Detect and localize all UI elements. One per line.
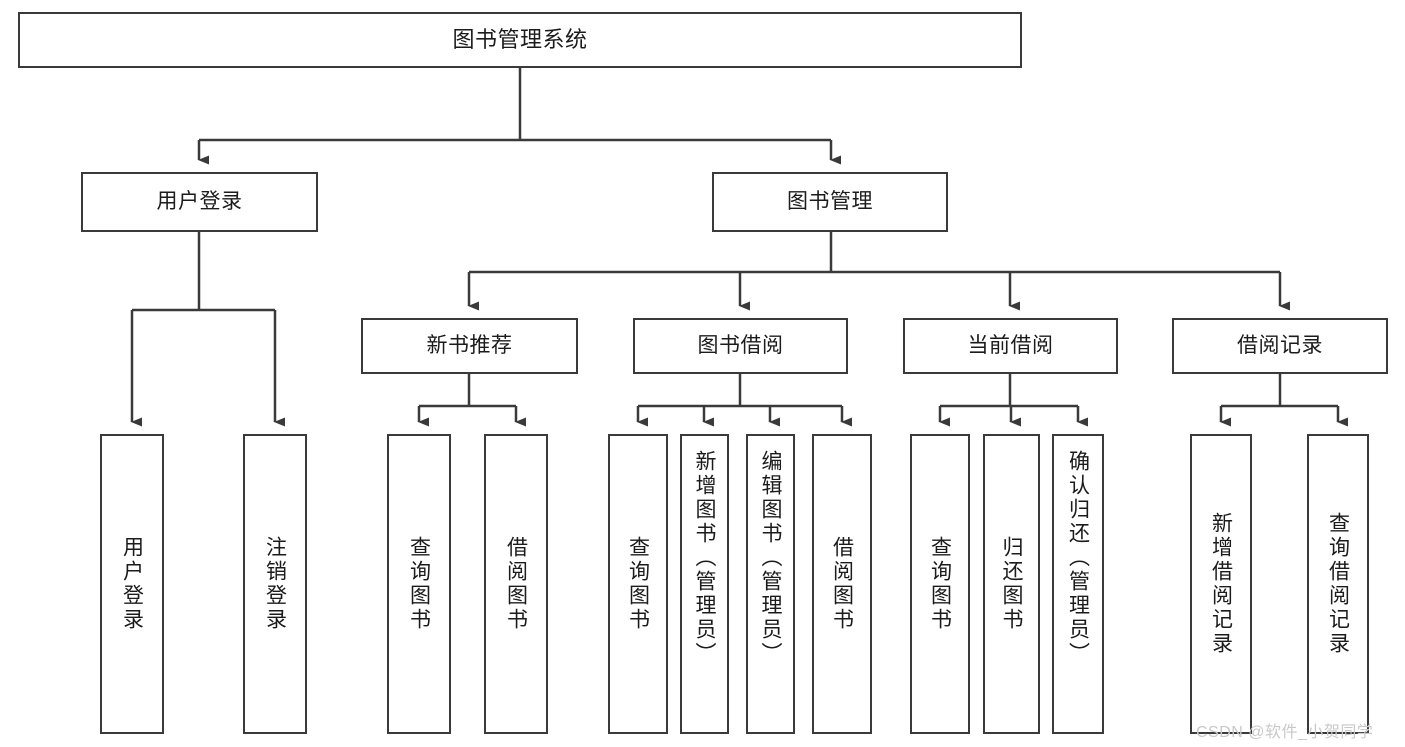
node-book-borrow[interactable]: 图书借阅 xyxy=(633,318,848,374)
node-new-book-recommend[interactable]: 新书推荐 xyxy=(361,318,578,374)
node-current-borrow[interactable]: 当前借阅 xyxy=(903,318,1118,374)
node-leaf-confirm-return-admin-label: 确认归还（管理员） xyxy=(1066,450,1090,666)
node-leaf-confirm-return-admin[interactable]: 确认归还（管理员） xyxy=(1052,434,1104,734)
node-root-label: 图书管理系统 xyxy=(452,27,588,53)
node-leaf-borrow-book[interactable]: 借阅图书 xyxy=(812,434,872,734)
node-leaf-query-book-current[interactable]: 查询图书 xyxy=(910,434,970,734)
node-user-login[interactable]: 用户登录 xyxy=(81,172,318,232)
node-leaf-add-borrow-record[interactable]: 新增借阅记录 xyxy=(1190,434,1252,734)
node-borrow-record-label: 借阅记录 xyxy=(1237,333,1323,357)
node-leaf-user-logout-label: 注销登录 xyxy=(263,536,287,632)
node-user-login-label: 用户登录 xyxy=(156,189,243,213)
node-leaf-return-book-label: 归还图书 xyxy=(1000,536,1023,632)
node-leaf-query-borrow-record-label: 查询借阅记录 xyxy=(1326,512,1350,656)
node-leaf-query-book-current-label: 查询图书 xyxy=(928,536,952,632)
node-leaf-query-book-borrow[interactable]: 查询图书 xyxy=(608,434,668,734)
node-leaf-borrow-book-recommend[interactable]: 借阅图书 xyxy=(484,434,548,734)
node-leaf-query-book-recommend[interactable]: 查询图书 xyxy=(387,434,451,734)
node-leaf-user-login-label: 用户登录 xyxy=(120,536,144,632)
node-leaf-borrow-book-label: 借阅图书 xyxy=(830,536,854,632)
node-leaf-edit-book-admin[interactable]: 编辑图书（管理员） xyxy=(746,434,795,734)
node-leaf-query-book-borrow-label: 查询图书 xyxy=(626,536,650,632)
node-borrow-record[interactable]: 借阅记录 xyxy=(1172,318,1388,374)
node-leaf-return-book[interactable]: 归还图书 xyxy=(983,434,1040,734)
node-leaf-borrow-book-recommend-label: 借阅图书 xyxy=(504,536,528,632)
node-leaf-user-login[interactable]: 用户登录 xyxy=(100,434,164,734)
node-leaf-add-book-admin[interactable]: 新增图书（管理员） xyxy=(680,434,729,734)
node-leaf-add-book-admin-label: 新增图书（管理员） xyxy=(693,450,716,666)
node-leaf-user-logout[interactable]: 注销登录 xyxy=(243,434,307,734)
node-book-management-label: 图书管理 xyxy=(787,189,873,213)
node-current-borrow-label: 当前借阅 xyxy=(967,333,1054,357)
node-root[interactable]: 图书管理系统 xyxy=(18,12,1022,68)
node-book-management[interactable]: 图书管理 xyxy=(712,172,948,232)
node-leaf-add-borrow-record-label: 新增借阅记录 xyxy=(1209,512,1233,656)
node-leaf-query-book-recommend-label: 查询图书 xyxy=(407,536,431,632)
csdn-watermark: CSDN @软件_小贺同学 xyxy=(1196,724,1374,741)
node-book-borrow-label: 图书借阅 xyxy=(697,333,784,357)
node-leaf-query-borrow-record[interactable]: 查询借阅记录 xyxy=(1307,434,1369,734)
node-new-book-recommend-label: 新书推荐 xyxy=(426,333,513,357)
node-leaf-edit-book-admin-label: 编辑图书（管理员） xyxy=(759,450,782,666)
